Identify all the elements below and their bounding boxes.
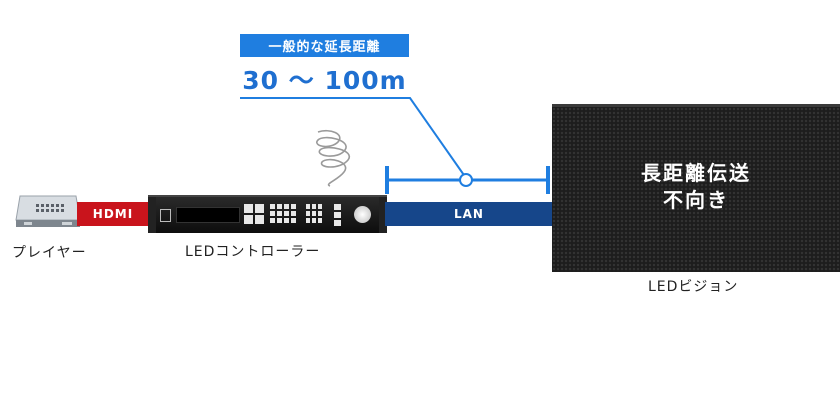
led-panel-caption: 長距離伝送 不向き — [552, 160, 840, 214]
coil-icon — [316, 129, 351, 187]
controller-knob-icon — [354, 206, 371, 223]
led-vision-panel — [552, 104, 840, 272]
power-switch-icon — [160, 209, 171, 222]
player-label: プレイヤー — [12, 245, 87, 261]
led-panel-line2: 不向き — [663, 188, 729, 212]
led-vision-label: LEDビジョン — [648, 279, 739, 295]
player-device-icon — [15, 195, 81, 227]
controller-button-group-b — [270, 204, 296, 223]
dimension-marker — [459, 173, 473, 187]
led-controller-device — [148, 195, 387, 233]
distance-label: 一般的な延長距離 — [240, 34, 409, 57]
controller-display — [176, 207, 240, 223]
controller-button-group-d — [334, 204, 341, 226]
controller-label: LEDコントローラー — [185, 244, 321, 260]
controller-button-group-c — [306, 204, 322, 223]
pointer-line — [240, 97, 467, 179]
controller-button-group-a — [244, 204, 264, 224]
distance-value: 30 ～ 100m — [242, 66, 407, 95]
hdmi-cable: HDMI — [77, 202, 149, 226]
lan-cable: LAN — [385, 202, 553, 226]
led-panel-line1: 長距離伝送 — [641, 161, 751, 185]
